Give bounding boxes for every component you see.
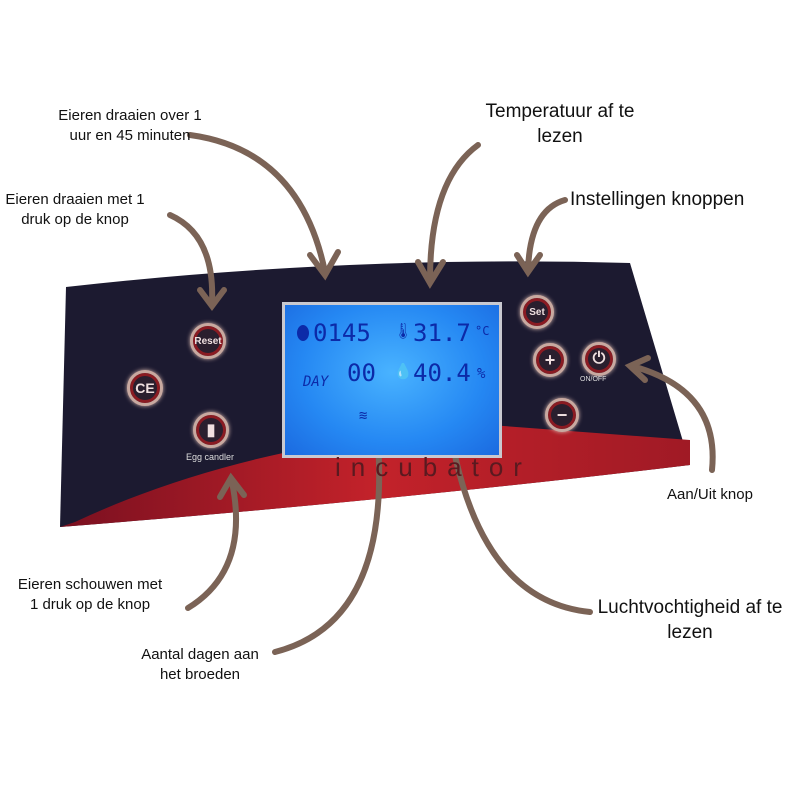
minus-label: − <box>556 404 568 425</box>
lcd-display: 0145 🌡 31.7 °C DAY 00 💧 40.4 % ≋ <box>282 302 502 458</box>
label-candle: Eieren schouwen met 1 druk op de knop <box>17 576 163 613</box>
flashlight-icon: ▮ <box>206 422 216 439</box>
temperature-value: 31.7 <box>413 319 471 347</box>
power-icon: ⏻ <box>592 350 606 367</box>
egg-candler-label: Egg candler <box>186 452 235 462</box>
brand-logo: incubator <box>335 452 532 482</box>
minus-button[interactable]: − <box>545 398 579 432</box>
label-turn-manual: Eieren draaien met 1 druk op de knop <box>5 191 145 228</box>
day-label: DAY <box>303 374 329 390</box>
plus-button[interactable]: + <box>533 343 567 377</box>
thermometer-icon: 🌡 <box>393 323 409 340</box>
label-settings: Instellingen knoppen <box>570 189 745 210</box>
temperature-unit: °C <box>475 324 490 338</box>
ce-label: CE <box>135 380 155 396</box>
label-turn-interval: Eieren draaien over 1 uur en 45 minuten <box>58 107 202 144</box>
egg-candler-button[interactable]: ▮ <box>193 412 229 448</box>
arrow-candle <box>185 479 240 611</box>
arrow-turn-manual <box>167 212 216 306</box>
reset-label: Reset <box>194 335 222 347</box>
red-band <box>60 425 690 527</box>
arrow-settings <box>525 197 568 273</box>
label-power: Aan/Uit knop <box>667 486 753 503</box>
ce-mark: CE <box>127 370 163 406</box>
label-temperature: Temperatuur af te lezen <box>485 101 635 147</box>
humidity-unit: % <box>477 366 486 382</box>
set-button[interactable]: Set <box>520 295 554 329</box>
arrow-turn-interval <box>187 132 328 275</box>
plus-label: + <box>544 349 556 370</box>
power-button[interactable]: ⏻ <box>582 342 616 376</box>
humidity-value: 40.4 <box>413 359 471 387</box>
humidity-drop-icon: 💧 <box>393 363 409 380</box>
timer-dot-icon <box>297 325 309 341</box>
heating-icon: ≋ <box>359 408 368 424</box>
arrow-days <box>272 407 383 655</box>
reset-button[interactable]: Reset <box>190 323 226 359</box>
set-label: Set <box>529 306 545 318</box>
day-value: 00 <box>347 359 376 387</box>
power-label: ON/OFF <box>580 376 607 383</box>
arrow-power <box>629 363 716 473</box>
label-humidity: Luchtvochtigheid af te lezen <box>597 597 783 643</box>
turn-timer: 0145 <box>313 319 371 347</box>
arrow-temperature <box>427 142 481 283</box>
label-days: Aantal dagen aan het broeden <box>141 646 259 683</box>
